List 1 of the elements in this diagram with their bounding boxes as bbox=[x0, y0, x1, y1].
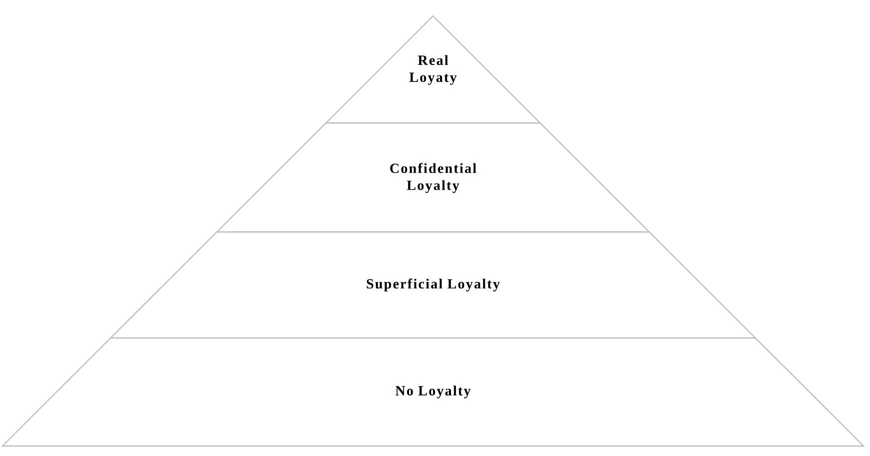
node-label: No Loyalty bbox=[396, 386, 471, 398]
